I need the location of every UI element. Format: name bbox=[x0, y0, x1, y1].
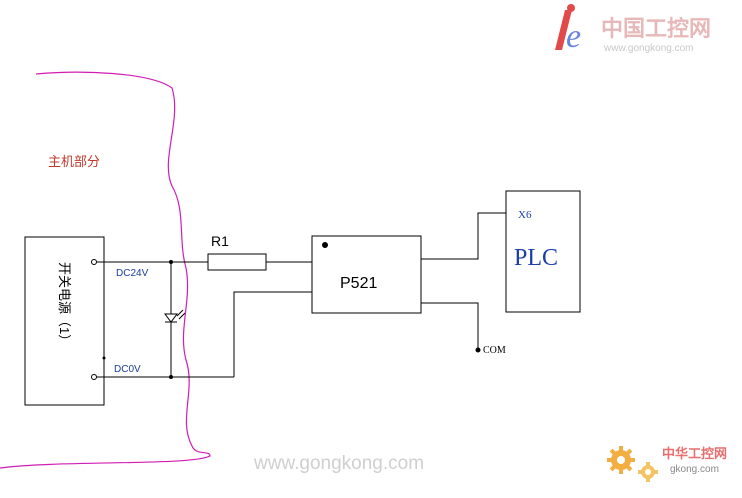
plc-unit: X6 PLC bbox=[505, 190, 581, 313]
gongkong-logo: e 中国工控网 www.gongkong.com bbox=[555, 4, 711, 55]
resistor-r1: R1 bbox=[207, 233, 267, 271]
plc-label: PLC bbox=[514, 245, 558, 271]
svg-text:e: e bbox=[566, 18, 581, 55]
junction-bottom bbox=[169, 375, 173, 379]
resistor-body bbox=[207, 253, 267, 271]
wires bbox=[97, 212, 506, 378]
small-gear-icon bbox=[638, 462, 658, 482]
logo-ie-mark: e bbox=[555, 4, 581, 55]
terminal-dc24v-dot bbox=[91, 259, 97, 265]
com-terminal-dot bbox=[475, 347, 481, 353]
resistor-label: R1 bbox=[211, 233, 229, 249]
plc-input-label: X6 bbox=[518, 209, 532, 221]
gear-icon bbox=[607, 446, 635, 474]
optocoupler-label: P521 bbox=[340, 275, 377, 292]
optocoupler-pin1-marker bbox=[322, 242, 328, 248]
host-boundary bbox=[0, 71, 211, 469]
power-supply-label: 开关电源（1） bbox=[57, 262, 72, 347]
power-supply: 开关电源（1） bbox=[24, 236, 106, 406]
plc-box bbox=[505, 190, 581, 313]
optocoupler-box bbox=[311, 235, 422, 314]
terminal-unused-dot bbox=[102, 356, 106, 360]
watermark-url: www.gongkong.com bbox=[253, 453, 424, 474]
logo-url-text: www.gongkong.com bbox=[603, 43, 694, 54]
terminal-dc0v-label: DC0V bbox=[114, 364, 141, 375]
host-label: 主机部分 bbox=[48, 154, 100, 169]
com-label: COM bbox=[483, 345, 506, 356]
power-supply-box bbox=[24, 236, 105, 406]
corner-url-text: gkong.com bbox=[670, 464, 719, 475]
terminal-dc0v-dot bbox=[91, 374, 97, 380]
terminal-dc24v-label: DC24V bbox=[116, 268, 149, 279]
junction-top bbox=[169, 260, 173, 264]
corner-watermark: 中华工控网 gkong.com bbox=[607, 446, 727, 482]
logo-brand-text: 中国工控网 bbox=[601, 16, 711, 41]
indicator-led bbox=[164, 309, 186, 323]
corner-brand-text: 中华工控网 bbox=[662, 446, 727, 461]
optocoupler-p521: P521 bbox=[311, 235, 422, 314]
